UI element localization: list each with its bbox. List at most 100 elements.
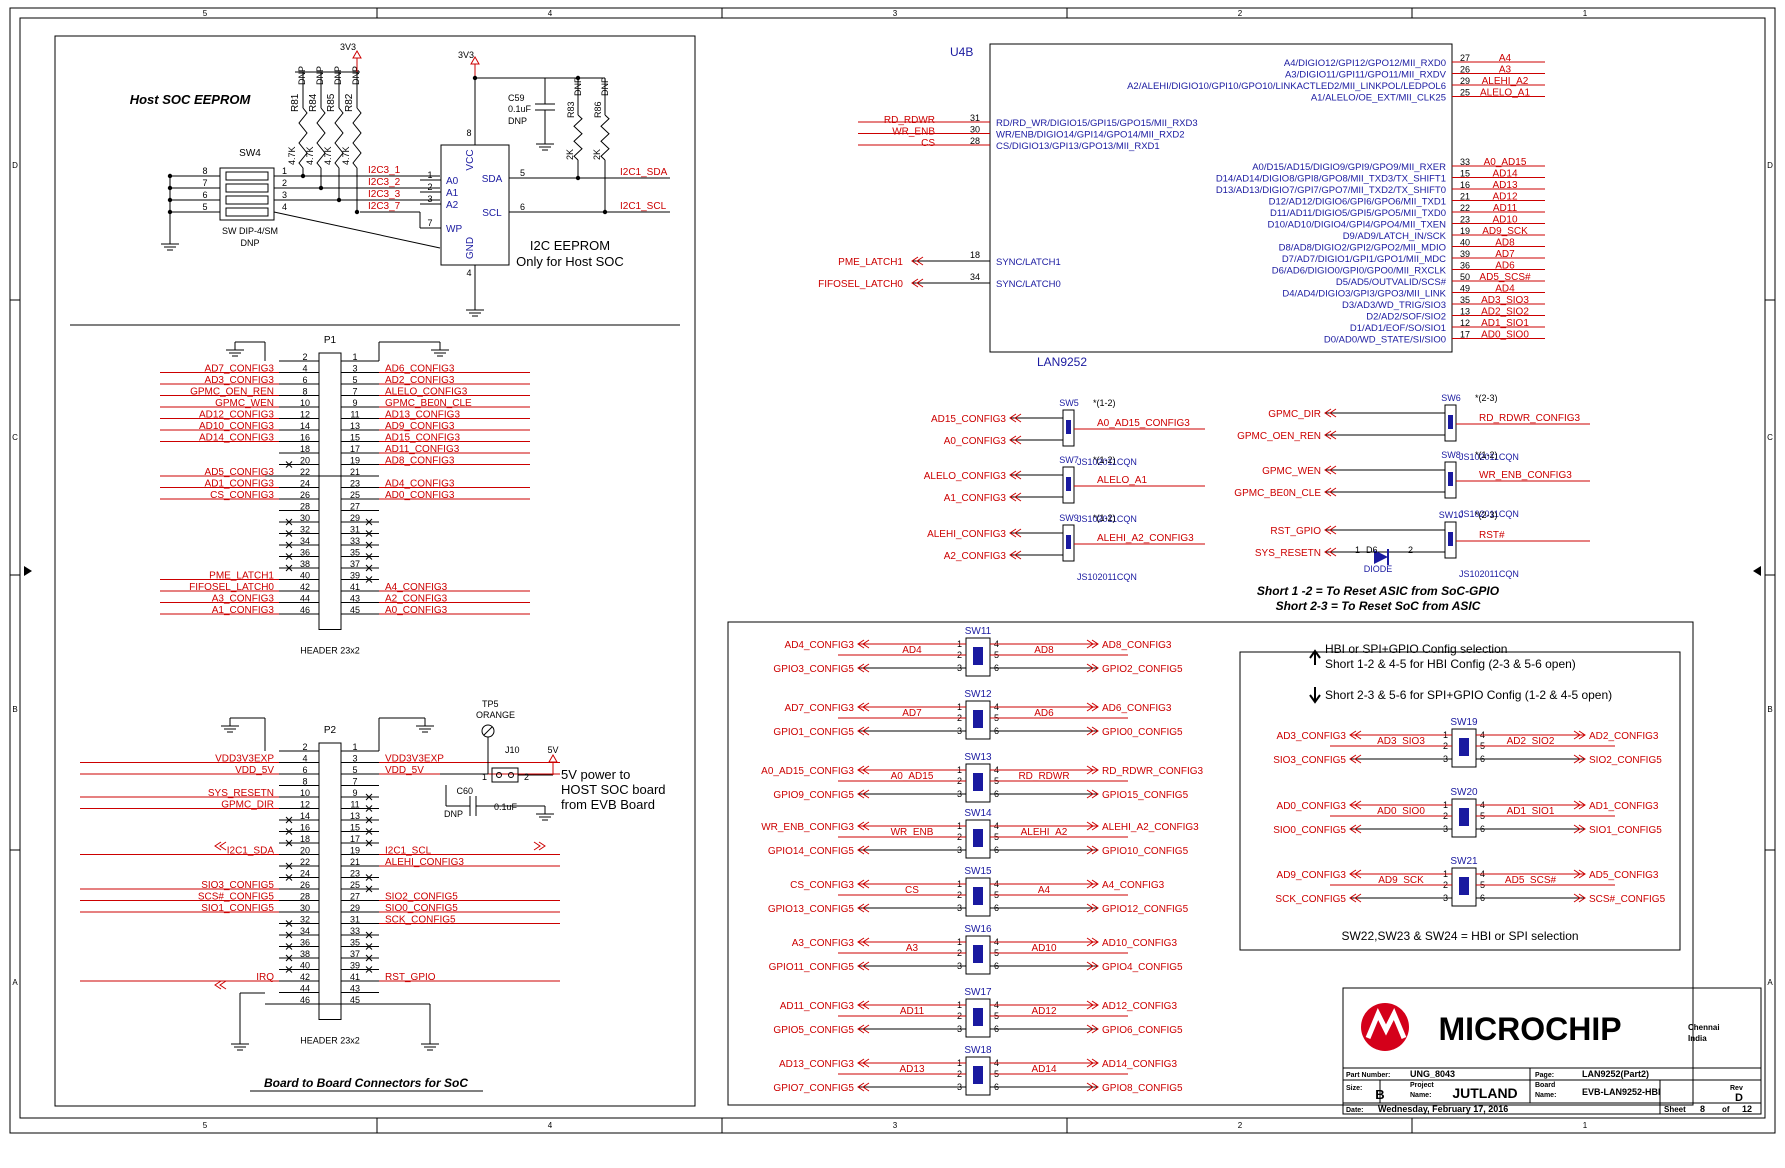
pin-name: D3/AD3/WD_TRIG/SIO3: [1342, 300, 1446, 311]
net-label: GPMC_OEN_REN: [1237, 431, 1321, 442]
port-arrow-icon: [1086, 879, 1099, 889]
pin-number: 2: [302, 742, 307, 752]
pin-name: D13/AD13/DIGIO7/GPI7/GPO7/MII_TXD2/TX_SH…: [1216, 185, 1446, 196]
net-label: A0_CONFIG3: [944, 436, 1007, 447]
net-label: A4: [1038, 885, 1051, 896]
port-arrow-icon: [1573, 754, 1586, 764]
port-arrow-icon: [1086, 821, 1099, 831]
pin-name: D0/AD0/WD_STATE/SI/SIO0: [1324, 335, 1446, 346]
config-switch-body: [1451, 867, 1477, 907]
pin-number: 46: [300, 995, 310, 1005]
section-title: Board to Board Connectors for SoC: [264, 1076, 468, 1090]
zone-column-label: 3: [893, 1121, 898, 1130]
port-arrow-icon: [1324, 547, 1337, 557]
net-label-scl: I2C1_SCL: [620, 201, 667, 212]
config-switch-cap: [973, 1066, 983, 1084]
resistor-note: DNP: [297, 66, 307, 85]
switch-ref: SW14: [964, 808, 992, 819]
pin-number: 32: [300, 525, 310, 535]
port-arrow-icon: [1573, 800, 1586, 810]
pin-number: 16: [1460, 180, 1470, 190]
zone-column-label: 5: [203, 9, 208, 18]
net-label: CS: [921, 138, 935, 149]
no-connect-mark: [365, 816, 373, 824]
pin-number: 16: [300, 823, 310, 833]
net-label: AD9_SCK: [1378, 875, 1424, 886]
pin-name: A3/DIGIO11/GPI11/GPO11/MII_RXDV: [1285, 70, 1447, 81]
net-label: AD5_SCS#: [1505, 875, 1557, 886]
pin-number: 40: [300, 571, 310, 581]
tb-value: LAN9252(Part2): [1582, 1069, 1649, 1079]
config-switch-cap: [1459, 877, 1469, 895]
hbi-note-footer: SW22,SW23 & SW24 = HBI or SPI selection: [1341, 929, 1578, 943]
jumper-switch-body: [1062, 466, 1075, 504]
net-label: SCK_CONFIG5: [1275, 894, 1346, 905]
resistor-value: 4.7K: [323, 146, 333, 165]
net-label: AD3_SIO3: [1481, 295, 1529, 306]
config-switch-body: [965, 700, 991, 740]
no-connect-mark: [365, 943, 373, 950]
dip-part: SW DIP-4/SM: [222, 226, 278, 236]
jumper-switch-body: [1062, 524, 1075, 562]
net-label: AD0_SIO0: [1377, 806, 1425, 817]
hbi-note-frame: [1239, 651, 1681, 951]
pin-number: 35: [350, 938, 360, 948]
net-label: A3: [906, 943, 919, 954]
pin-number: 45: [350, 605, 360, 615]
net-label: AD11: [900, 1006, 925, 1017]
pin-number: 8: [202, 166, 207, 176]
pin-number: 3: [352, 754, 357, 764]
pin-number: 23: [350, 479, 360, 489]
diode-ref: D6: [1366, 545, 1378, 555]
port-arrow-icon: [1086, 937, 1099, 947]
no-connect-mark: [285, 966, 293, 973]
net-label: AD4: [1495, 284, 1515, 295]
net-label: GPIO1_CONFIG5: [773, 727, 854, 738]
jumper-switch-cap: [1448, 472, 1453, 486]
port-arrow-icon: [1349, 869, 1362, 879]
port-arrow-icon: [857, 639, 870, 649]
net-label: AD11: [1493, 203, 1518, 214]
net-label: RST#: [1479, 530, 1505, 541]
wire: [273, 211, 441, 249]
zone-row-label: C: [1767, 433, 1773, 442]
zone-row-label: D: [1767, 161, 1773, 170]
power-note: 5V power to: [561, 767, 630, 782]
pin-number: 17: [350, 444, 360, 454]
pin-name: D7/AD7/DIGIO1/GPI1/GPO1/MII_MDC: [1282, 254, 1446, 265]
net-label: SYS_RESETN: [208, 788, 274, 799]
sheet-inner-border: [19, 17, 1766, 1119]
pin-number: 39: [350, 961, 360, 971]
net-label: CS_CONFIG3: [210, 490, 274, 501]
config-switch-body: [965, 935, 991, 975]
net-label: AD14_CONFIG3: [1102, 1059, 1177, 1070]
pin-number: 35: [350, 548, 360, 558]
switch-ref: SW20: [1450, 787, 1478, 798]
net-label: AD11_CONFIG3: [385, 444, 460, 455]
net-label: AD0_CONFIG3: [385, 490, 455, 501]
tb-label: Page:: [1535, 1072, 1554, 1079]
net-label: GPIO2_CONFIG5: [1102, 664, 1183, 675]
net-label: SCS#_CONFIG5: [198, 892, 275, 903]
resistor-ref: R86: [593, 101, 603, 118]
power-label: 5V: [547, 745, 558, 755]
pin-name: D6/AD6/DIGIO0/GPI0/GPO0/MII_RXCLK: [1272, 266, 1447, 277]
switch-ref: SW5: [1059, 398, 1079, 408]
tb-value: B: [1375, 1087, 1384, 1102]
config-switch-cap: [973, 887, 983, 905]
pin-number: 4: [302, 754, 307, 764]
jumper-switch-cap: [1448, 415, 1453, 429]
port-arrow-icon: [1086, 765, 1099, 775]
port-arrow-icon: [857, 1058, 870, 1068]
pin-number: 2: [1408, 545, 1413, 555]
pin-number: 19: [350, 846, 360, 856]
config-switch-body: [965, 877, 991, 917]
tb-location: Chennai: [1688, 1023, 1720, 1032]
net-label: GPIO9_CONFIG5: [773, 790, 854, 801]
resistor-note: DNP: [333, 66, 343, 85]
net-label: SIO1_CONFIG5: [201, 903, 274, 914]
pin-number: 33: [1460, 157, 1470, 167]
resistor-value: 4.7K: [287, 146, 297, 165]
dip-switch-lever: [225, 195, 269, 205]
